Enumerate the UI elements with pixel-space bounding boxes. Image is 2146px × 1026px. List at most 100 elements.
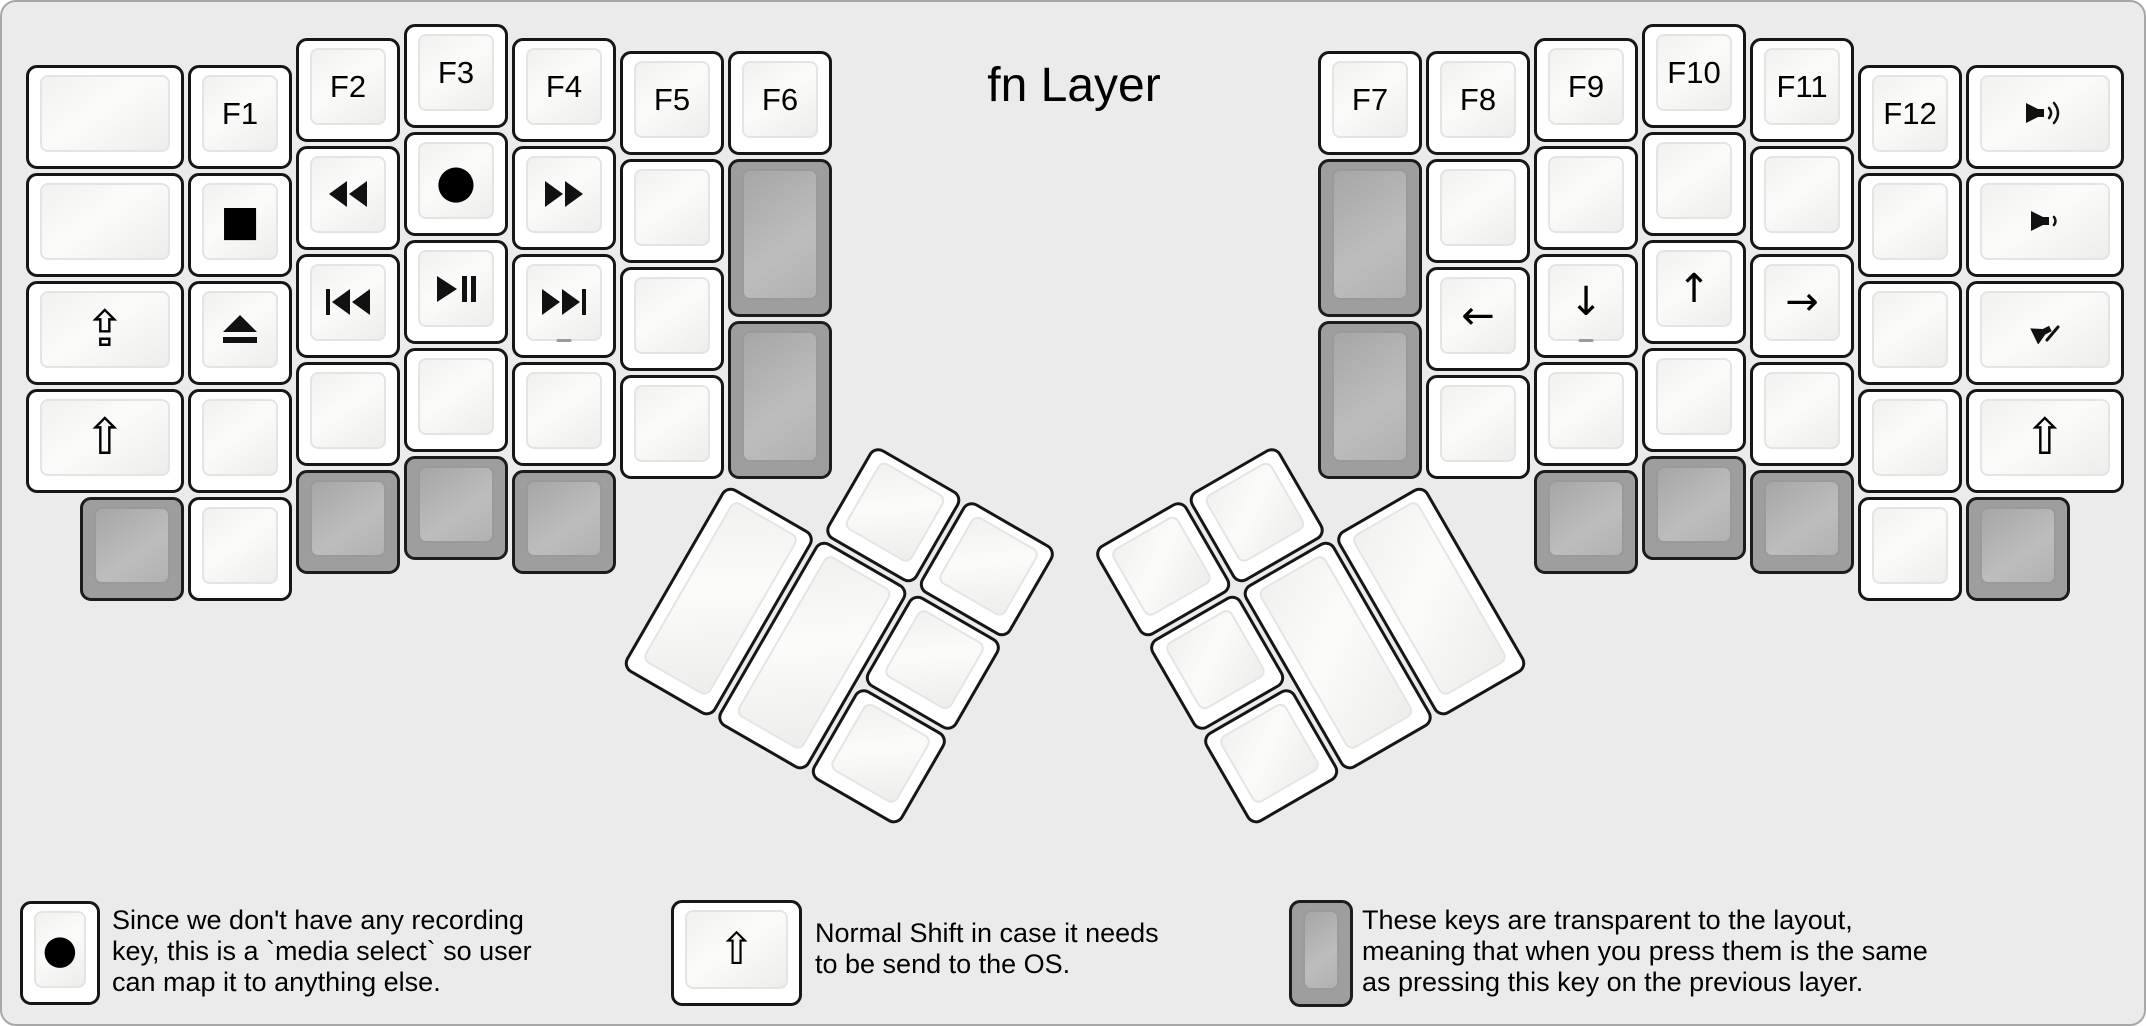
shift-icon: ⇧ — [718, 923, 755, 975]
key-blank[interactable] — [1750, 361, 1854, 466]
key-arrow-down[interactable]: ↓ — [1534, 253, 1638, 358]
legend-key-record: ● — [20, 901, 100, 1005]
key-blank[interactable] — [296, 361, 400, 466]
key-blank[interactable] — [620, 267, 724, 371]
key-shift[interactable]: ⇧ — [1966, 388, 2124, 493]
key-fast-forward[interactable] — [512, 145, 616, 250]
key-blank[interactable] — [1534, 361, 1638, 466]
key-f2[interactable]: F2 — [296, 37, 400, 142]
key-transparent[interactable] — [1642, 456, 1746, 560]
key-f1[interactable]: F1 — [188, 64, 292, 169]
key-stop[interactable]: ■ — [188, 172, 292, 277]
keycap-top: F5 — [634, 61, 710, 138]
key-next-track[interactable] — [512, 253, 616, 358]
keycap-top — [94, 506, 170, 584]
key-blank[interactable] — [188, 496, 292, 601]
legend-text-line: as pressing this key on the previous lay… — [1362, 967, 1864, 997]
key-transparent[interactable] — [296, 469, 400, 574]
key-blank[interactable] — [1858, 496, 1962, 601]
keycap-top — [526, 479, 602, 557]
keycap-top — [202, 290, 278, 368]
key-record[interactable]: ● — [404, 132, 508, 236]
key-prev-track[interactable] — [296, 253, 400, 358]
key-transparent[interactable] — [728, 159, 832, 317]
key-volume-up[interactable] — [1966, 64, 2124, 169]
keycap-top: F1 — [202, 74, 278, 152]
legend-text-line: key, this is a `media select` so user — [112, 936, 532, 966]
key-arrow-up[interactable]: ↑ — [1642, 240, 1746, 344]
key-transparent[interactable] — [1534, 469, 1638, 574]
key-blank[interactable] — [1642, 348, 1746, 452]
keycap-top — [40, 182, 170, 260]
key-play-pause[interactable] — [404, 240, 508, 344]
keycap-top: F9 — [1548, 47, 1624, 125]
key-f10[interactable]: F10 — [1642, 24, 1746, 128]
key-f11[interactable]: F11 — [1750, 37, 1854, 142]
key-blank[interactable] — [188, 388, 292, 493]
key-f4[interactable]: F4 — [512, 37, 616, 142]
key-label: F6 — [761, 82, 799, 117]
key-blank[interactable] — [1858, 280, 1962, 385]
keycap-top — [1872, 398, 1948, 476]
key-rewind[interactable] — [296, 145, 400, 250]
key-f7[interactable]: F7 — [1318, 51, 1422, 155]
key-blank[interactable] — [620, 159, 724, 263]
key-f5[interactable]: F5 — [620, 51, 724, 155]
key-eject[interactable] — [188, 280, 292, 385]
keycap-top: ● — [34, 911, 86, 988]
key-blank[interactable] — [1426, 375, 1530, 479]
keycap-top — [742, 169, 818, 300]
key-transparent[interactable] — [1318, 159, 1422, 317]
keycap-top — [1163, 607, 1268, 713]
key-f8[interactable]: F8 — [1426, 51, 1530, 155]
key-f3[interactable]: F3 — [404, 24, 508, 128]
key-blank[interactable] — [26, 172, 184, 277]
key-blank[interactable] — [404, 348, 508, 452]
key-transparent[interactable] — [512, 469, 616, 574]
key-f6[interactable]: F6 — [728, 51, 832, 155]
keycap-top — [1303, 910, 1339, 990]
keycap-top: ↓ — [1548, 263, 1624, 341]
key-blank[interactable] — [1642, 132, 1746, 236]
key-blank[interactable] — [26, 64, 184, 169]
key-label: F1 — [221, 95, 259, 131]
keycap-top — [936, 513, 1041, 619]
key-transparent[interactable] — [1966, 496, 2070, 601]
keycap-top — [1656, 142, 1732, 219]
key-transparent[interactable] — [404, 456, 508, 560]
key-arrow-right[interactable]: → — [1750, 253, 1854, 358]
key-shift[interactable]: ⇧ — [26, 388, 184, 493]
shift-icon: ⇧ — [2024, 408, 2066, 466]
homing-bar — [1578, 338, 1594, 342]
key-arrow-left[interactable]: ← — [1426, 267, 1530, 371]
key-blank[interactable] — [1858, 172, 1962, 277]
key-blank[interactable] — [1750, 145, 1854, 250]
play-pause-icon — [437, 275, 476, 302]
keycap-top — [1332, 331, 1408, 462]
fast-forward-icon — [545, 181, 583, 207]
key-transparent[interactable] — [1318, 321, 1422, 479]
keycap-top — [1764, 479, 1840, 557]
key-mute[interactable] — [1966, 280, 2124, 385]
key-blank[interactable] — [1858, 388, 1962, 493]
key-transparent[interactable] — [1750, 469, 1854, 574]
key-blank[interactable] — [1534, 145, 1638, 250]
keycap-top — [842, 459, 948, 565]
key-transparent[interactable] — [80, 496, 184, 601]
key-label: F8 — [1459, 82, 1497, 117]
key-f9[interactable]: F9 — [1534, 37, 1638, 142]
shift-icon: ⇧ — [84, 408, 126, 466]
key-f12[interactable]: F12 — [1858, 64, 1962, 169]
key-transparent[interactable] — [728, 321, 832, 479]
key-volume-down[interactable] — [1966, 172, 2124, 277]
key-blank[interactable] — [620, 375, 724, 479]
key-blank[interactable] — [512, 361, 616, 466]
keycap-top: F11 — [1764, 47, 1840, 125]
keycap-top — [1980, 182, 2110, 260]
key-blank[interactable] — [1426, 159, 1530, 263]
key-caps-lock[interactable]: ⇪ — [26, 280, 184, 385]
keycap-top — [1440, 385, 1516, 462]
arrow-left-icon: ← — [1461, 292, 1495, 339]
